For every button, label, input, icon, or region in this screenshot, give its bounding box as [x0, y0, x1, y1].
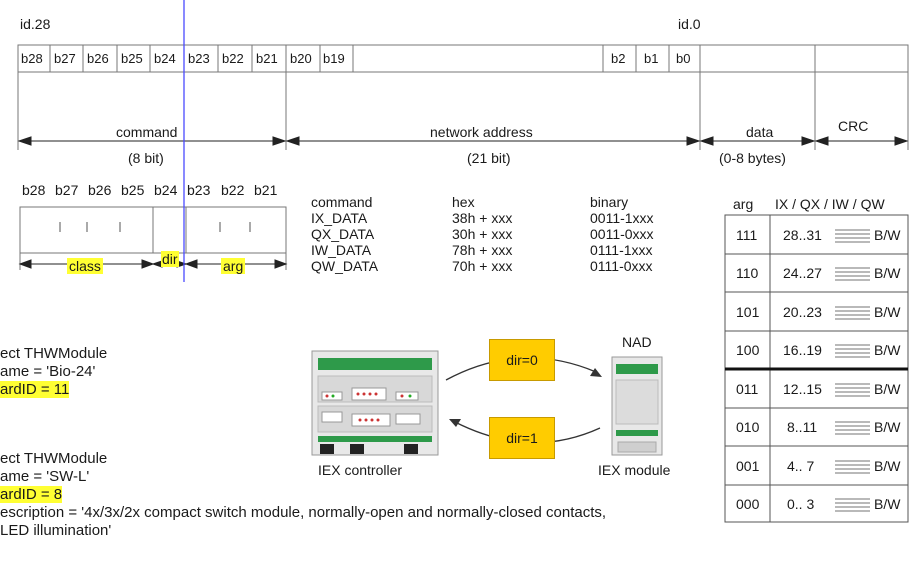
id-high-label: id.28	[20, 16, 51, 32]
arg-table-header-type: IX / QX / IW / QW	[775, 196, 885, 212]
bit-b0: b0	[676, 51, 691, 66]
arg-unit: B/W	[874, 458, 901, 474]
bit-b21: b21	[256, 51, 278, 66]
field-data-size: (0-8 bytes)	[719, 150, 786, 166]
dir0-label: dir=0	[506, 352, 538, 368]
bit-b23: b23	[188, 51, 210, 66]
arg-range: 0.. 3	[787, 496, 815, 512]
arg-value: 110	[736, 265, 759, 281]
arg-range: 8..11	[787, 419, 818, 435]
arg-unit: B/W	[874, 265, 901, 281]
cmd-bit-b25: b25	[121, 182, 145, 198]
arg-unit: B/W	[874, 419, 901, 435]
code-snippet-2: ect THWModule ame = 'SW-L' ardID = 8 esc…	[0, 450, 606, 540]
arg-unit: B/W	[874, 304, 901, 320]
table-cell: 0111-1xxx	[590, 242, 653, 258]
arg-value: 011	[736, 381, 759, 397]
code-line: ame = 'SW-L'	[0, 468, 90, 485]
dir-label: dir	[161, 251, 179, 267]
arg-range: 4.. 7	[787, 458, 815, 474]
table-cell: QW_DATA	[311, 258, 379, 274]
arg-unit: B/W	[874, 381, 901, 397]
code-line: ame = 'Bio-24'	[0, 363, 96, 380]
cmd-bit-b24: b24	[154, 182, 178, 198]
arg-value: 001	[736, 458, 760, 474]
table-cell: IX_DATA	[311, 210, 368, 226]
cmd-bit-b26: b26	[88, 182, 112, 198]
iex-controller-image	[311, 350, 439, 456]
code-line: ect THWModule	[0, 345, 108, 362]
arg-unit: B/W	[874, 227, 901, 243]
bit-b26: b26	[87, 51, 109, 66]
table-cell: 0111-0xxx	[590, 258, 653, 274]
table-cell: 78h + xxx	[452, 242, 513, 258]
code-snippet-1: ect THWModule ame = 'Bio-24' ardID = 11	[0, 345, 107, 399]
bit-b27: b27	[54, 51, 76, 66]
arg-range: 16..19	[783, 342, 822, 358]
table-cell: 0011-0xxx	[590, 226, 654, 242]
arg-range: 24..27	[783, 265, 822, 281]
dir1-box: dir=1	[489, 417, 555, 459]
table-cell: 70h + xxx	[452, 258, 513, 274]
field-command-size: (8 bit)	[128, 150, 164, 166]
id-low-label: id.0	[678, 16, 701, 32]
arg-range: 12..15	[783, 381, 822, 397]
iex-module-label: IEX module	[598, 462, 671, 478]
field-network-label: network address	[430, 124, 533, 140]
cmd-bit-b21: b21	[254, 182, 278, 198]
iex-controller-label: IEX controller	[318, 462, 403, 478]
bit-b1: b1	[644, 51, 659, 66]
table-cell: IW_DATA	[311, 242, 372, 258]
cmd-bit-b27: b27	[55, 182, 79, 198]
arg-value: 010	[736, 419, 760, 435]
bit-b24: b24	[154, 51, 176, 66]
arg-value: 101	[736, 304, 760, 320]
dir0-box: dir=0	[489, 339, 555, 381]
bit-b22: b22	[222, 51, 244, 66]
field-data-label: data	[746, 124, 774, 140]
arg-unit: B/W	[874, 342, 901, 358]
cmd-bit-b23: b23	[187, 182, 211, 198]
bit-b25: b25	[121, 51, 143, 66]
table-cell: 0011-1xxx	[590, 210, 654, 226]
table-cell: 30h + xxx	[452, 226, 513, 242]
bit-b20: b20	[290, 51, 312, 66]
code-line: ardID = 11	[0, 381, 70, 398]
class-label: class	[67, 258, 103, 274]
iex-module-image	[611, 356, 663, 456]
field-network-size: (21 bit)	[467, 150, 511, 166]
field-crc-label: CRC	[838, 118, 869, 134]
arg-range: 28..31	[783, 227, 822, 243]
table-cell: QX_DATA	[311, 226, 375, 242]
bit-b28: b28	[21, 51, 43, 66]
cmd-table-header-command: command	[311, 194, 373, 210]
arg-value: 100	[736, 342, 760, 358]
code-line: ardID = 8	[0, 486, 63, 503]
arg-label: arg	[221, 258, 246, 274]
cmd-table-header-binary: binary	[590, 194, 629, 210]
nad-label: NAD	[622, 334, 652, 350]
code-line: ect THWModule	[0, 450, 108, 467]
dir1-label: dir=1	[506, 430, 538, 446]
code-line: LED illumination'	[0, 522, 112, 539]
arg-value: 000	[736, 496, 760, 512]
cmd-table-header-hex: hex	[452, 194, 475, 210]
cmd-bit-b22: b22	[221, 182, 245, 198]
table-cell: 38h + xxx	[452, 210, 513, 226]
code-line: escription = '4x/3x/2x compact switch mo…	[0, 504, 607, 521]
bit-b19: b19	[323, 51, 345, 66]
bit-b2: b2	[611, 51, 626, 66]
arg-value: 111	[736, 227, 758, 243]
arg-unit: B/W	[874, 496, 901, 512]
field-command-label: command	[116, 124, 178, 140]
arg-range: 20..23	[783, 304, 822, 320]
arg-table-header-arg: arg	[733, 196, 754, 212]
cmd-bit-b28: b28	[22, 182, 46, 198]
